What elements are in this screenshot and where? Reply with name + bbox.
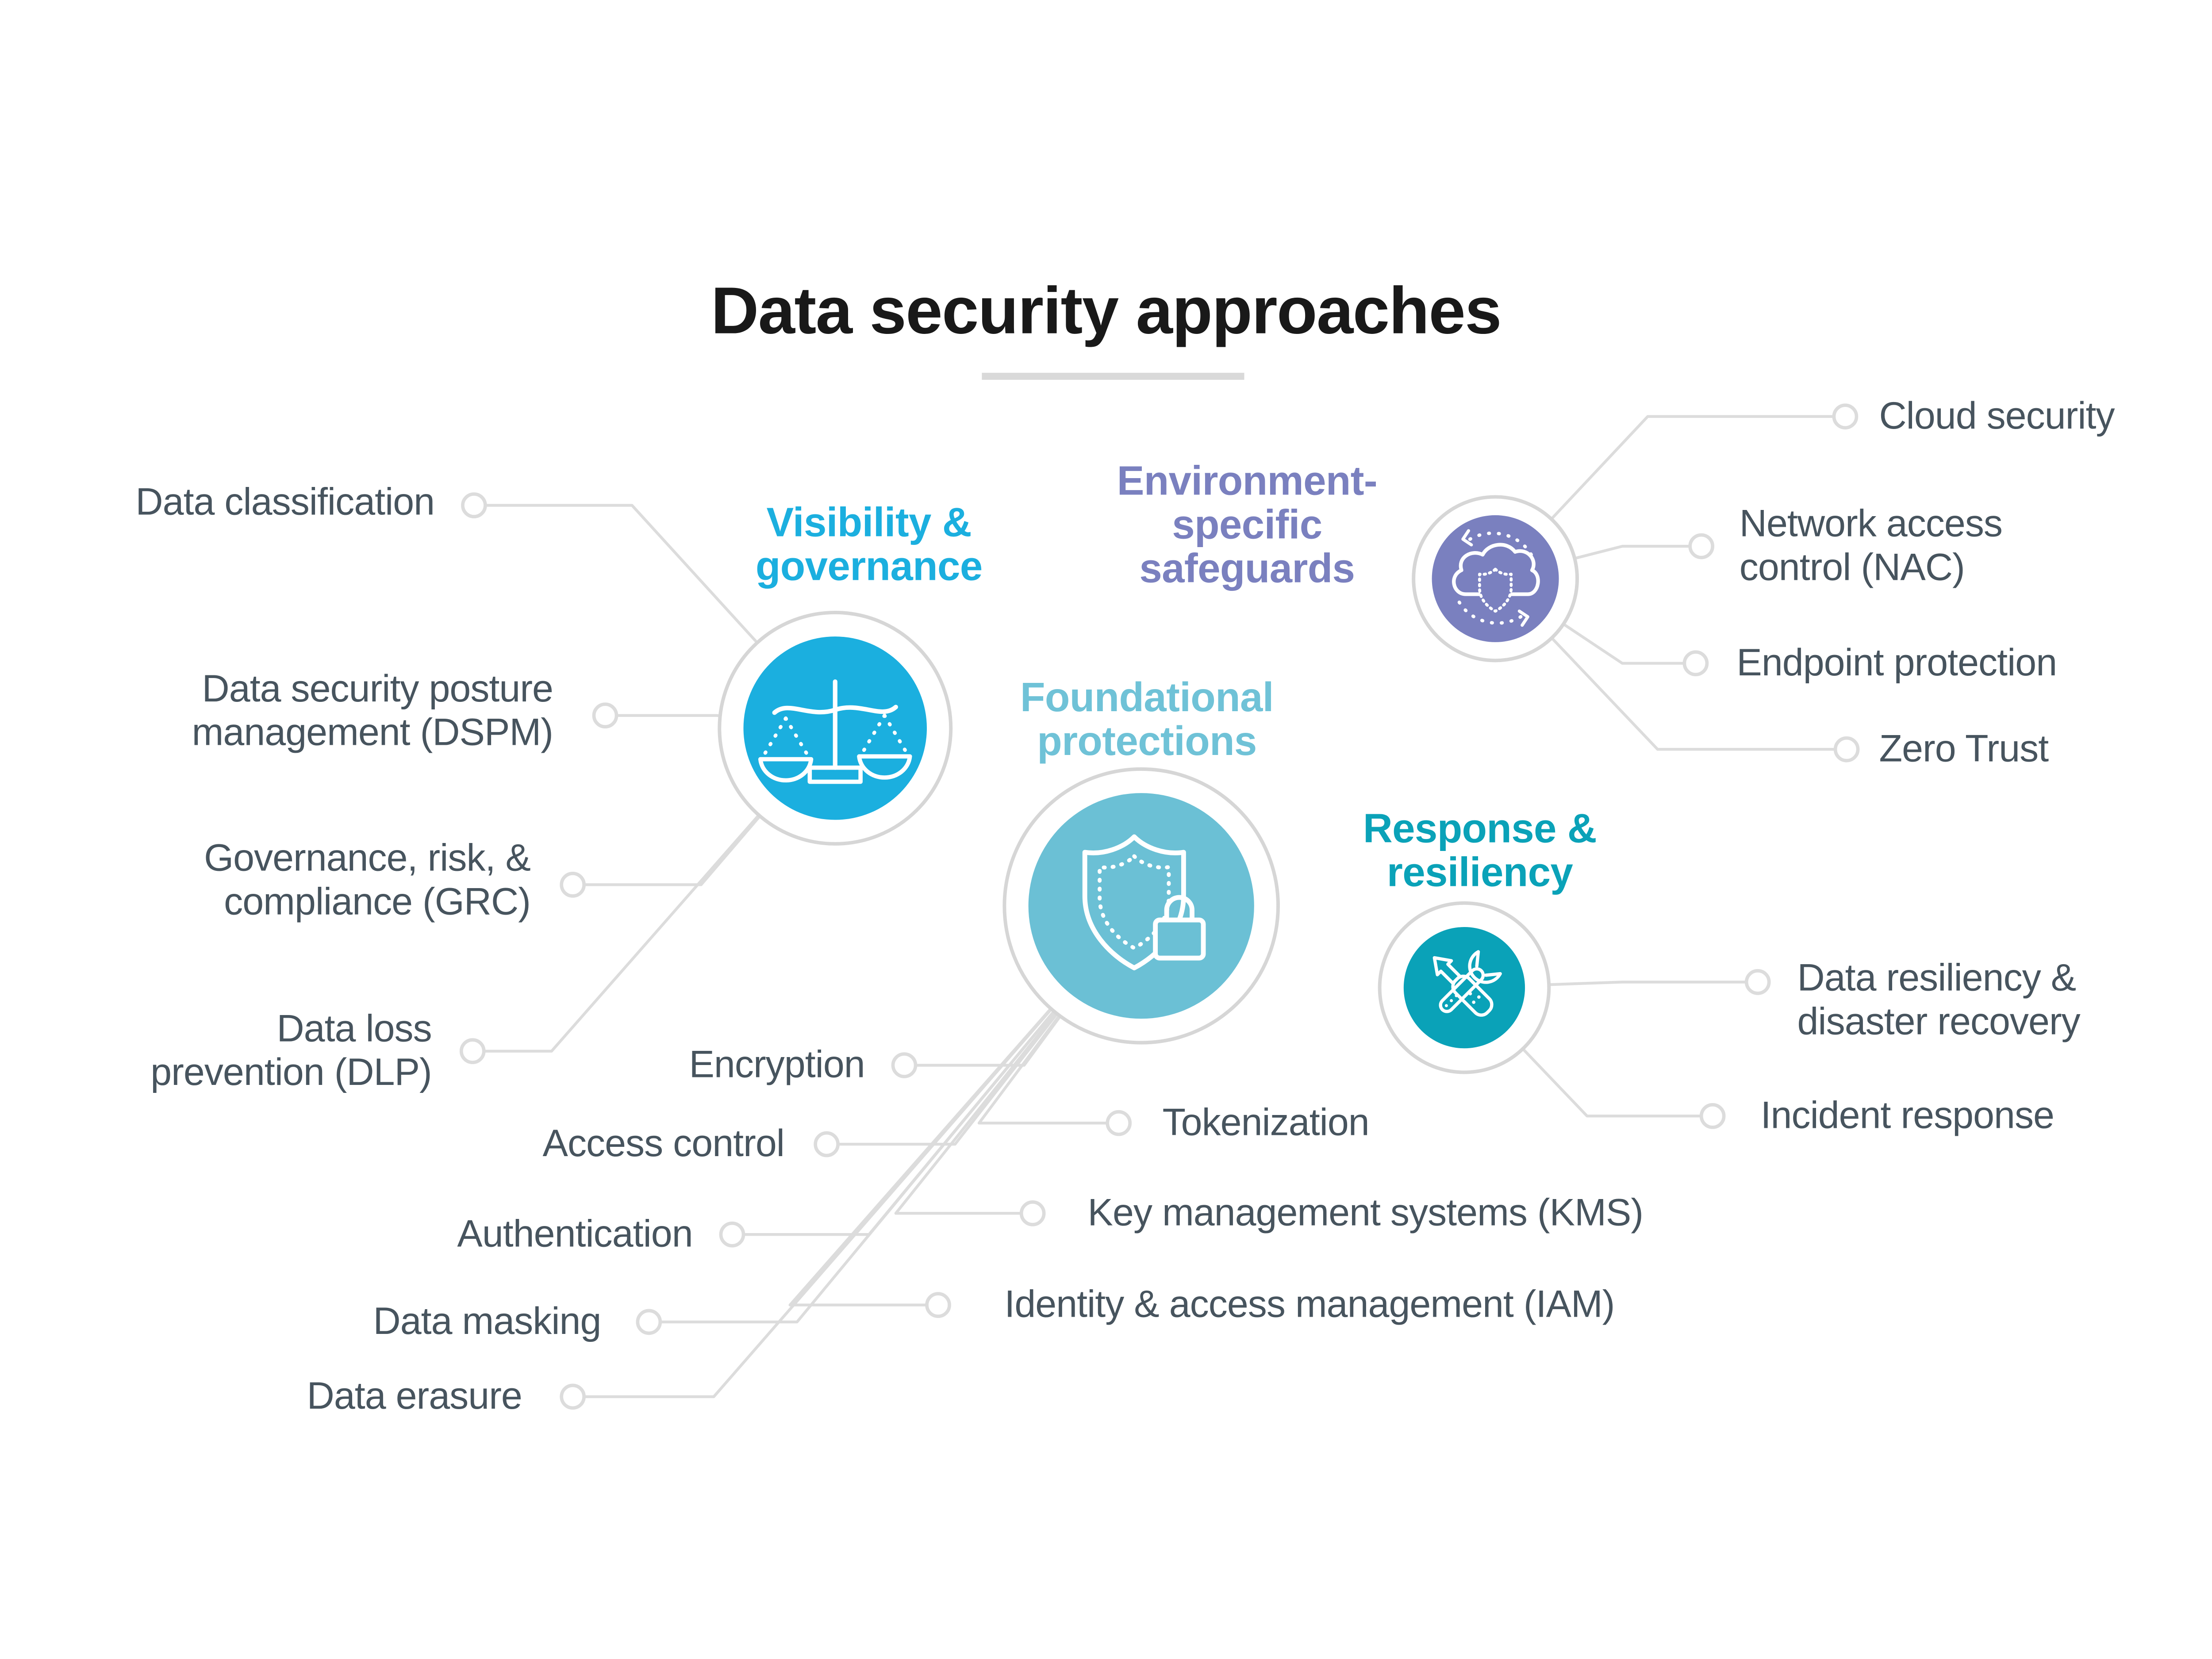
ring-incident-response [1699,1103,1726,1129]
label-encryption: Encryption [689,1043,865,1086]
connector-iam [788,904,1143,1307]
cluster-title-environment-safeguards: Environment- specific safeguards [1117,459,1378,592]
cluster-title-foundational-protections: Foundational protections [1020,675,1274,765]
label-zero-trust: Zero Trust [1879,727,2049,770]
ring-zero-trust [1833,736,1860,762]
label-data-resiliency: Data resiliency & disaster recovery [1797,956,2081,1043]
wrench-glyph [1439,950,1502,1013]
diagram-canvas [459,403,1860,1410]
connector-data-masking [649,904,1143,1323]
ring-encryption [891,1052,918,1078]
connector-endpoint-rings [459,403,1860,1410]
ring-cloud-security [1832,403,1859,429]
mini-shield-glyph [1478,567,1513,613]
hub-visibility-governance [718,610,953,846]
scales-icon [758,679,912,784]
label-dspm: Data security posture management (DSPM) [192,667,553,754]
connector-dlp [472,727,837,1053]
label-nac: Network access control (NAC) [1739,502,2003,589]
label-grc: Governance, risk, & compliance (GRC) [204,836,531,923]
ring-nac [1688,533,1715,559]
screwdriver-glyph [1432,956,1494,1017]
ring-dlp [459,1038,486,1064]
ring-data-resiliency [1744,969,1771,995]
label-data-masking: Data masking [373,1299,601,1342]
ring-data-masking [636,1309,662,1335]
hub-circle [1403,927,1525,1048]
label-authentication: Authentication [457,1212,693,1255]
hub-response-resiliency [1378,901,1551,1074]
label-cloud-security: Cloud security [1879,394,2115,437]
cluster-title-response-resiliency: Response & resiliency [1363,807,1597,896]
shield-lock-icon [1082,834,1206,970]
label-kms: Key management systems (KMS) [1087,1191,1644,1234]
ring-dspm [592,702,618,728]
ring-data-erasure [560,1383,586,1410]
label-incident-response: Incident response [1760,1094,2055,1137]
diagram-stage: Data security approaches [0,207,2212,1452]
label-data-classification: Data classification [135,480,435,523]
label-dlp: Data loss prevention (DLP) [150,1007,432,1093]
ring-access-control [814,1131,840,1157]
label-access-control: Access control [542,1122,784,1165]
label-iam: Identity & access management (IAM) [1004,1283,1615,1326]
cluster-title-visibility-governance: Visibility & governance [755,501,983,590]
hub-environment-safeguards [1412,494,1579,662]
ring-authentication [719,1221,745,1248]
hub-circle [1028,793,1254,1019]
ring-tokenization [1106,1110,1132,1136]
ring-iam [925,1291,951,1318]
page-title: Data security approaches [710,272,1502,347]
title-divider [982,372,1244,380]
ring-data-classification [461,492,487,518]
ring-kms [1019,1200,1046,1226]
label-tokenization: Tokenization [1162,1101,1370,1144]
ring-grc [560,871,586,898]
tools-icon [1432,950,1502,1017]
label-data-erasure: Data erasure [307,1374,522,1417]
label-endpoint-protection: Endpoint protection [1736,641,2057,684]
ring-endpoint-protection [1682,650,1709,676]
hub-foundational-protections [1002,767,1280,1044]
padlock-glyph [1153,895,1206,961]
